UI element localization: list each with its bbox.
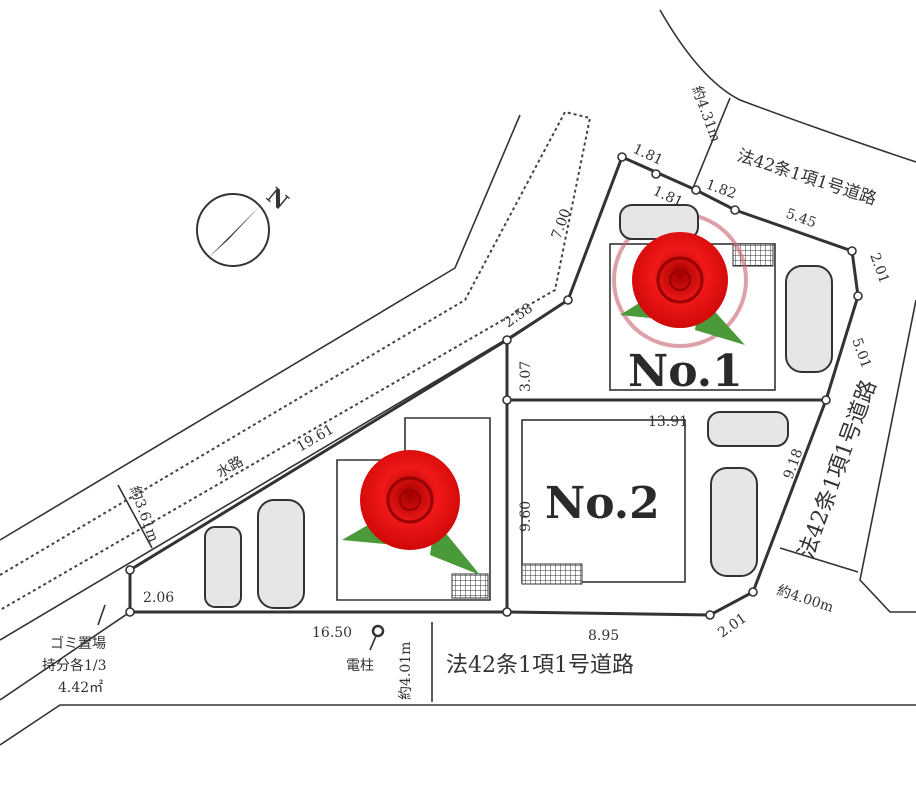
utility-pole: 電柱 xyxy=(346,624,385,674)
garbage-label-line3: 4.42㎡ xyxy=(58,680,103,696)
top-road-width-label: 約4.31m xyxy=(688,84,723,144)
dim-label: 7.00 xyxy=(549,207,575,242)
top-road-width-arrow xyxy=(692,97,731,189)
dimension-labels: 1.81 1.81 1.82 5.45 2.01 5.01 9.18 2.01 … xyxy=(143,141,892,644)
garbage-label-line1: ゴミ置場 xyxy=(50,635,106,652)
right-road-width-arrow xyxy=(779,547,859,573)
right-road-width-label: 約4.00m xyxy=(775,583,836,616)
garbage-area-note: ゴミ置場 持分各1/3 4.42㎡ xyxy=(42,604,107,696)
car-icon xyxy=(204,526,242,608)
dim-label: 2.01 xyxy=(715,610,750,641)
bottom-road-edge xyxy=(0,704,916,746)
waterway-label: 水路 xyxy=(214,454,246,482)
dim-label: 9.60 xyxy=(518,501,534,532)
right-road-edge xyxy=(859,299,916,613)
lot-no2-label: No.2 xyxy=(545,478,660,529)
top-road-label: 法42条1項1号道路 xyxy=(734,146,878,210)
waterway-length-label: 19.61 xyxy=(294,422,337,456)
waterway-width-label: 約3.61m xyxy=(126,484,161,544)
top-road-edge xyxy=(659,9,916,163)
utility-pole-label: 電柱 xyxy=(346,658,374,674)
garbage-label-line2: 持分各1/3 xyxy=(42,658,107,674)
utility-pole-icon xyxy=(371,624,385,638)
rose-sticker xyxy=(620,232,745,345)
dim-label: 5.01 xyxy=(848,336,874,371)
dim-label: 3.07 xyxy=(518,361,534,392)
dim-label: 13.91 xyxy=(648,414,688,430)
building-no1 xyxy=(609,212,776,391)
bottom-road-label: 法42条1項1号道路 xyxy=(446,653,634,678)
bottom-road-width-label: 約4.01m xyxy=(398,642,414,700)
waterway-width-arrow xyxy=(117,484,153,549)
car-icon xyxy=(710,467,758,577)
lot-no1-label: No.1 xyxy=(628,346,743,397)
car-icon xyxy=(257,499,305,609)
dim-label: 2.06 xyxy=(143,590,174,606)
dim-label: 16.50 xyxy=(312,625,352,641)
dim-label: 8.95 xyxy=(588,628,619,644)
dim-label: 2.58 xyxy=(501,300,536,331)
lot-boundary xyxy=(125,152,863,620)
dim-label: 2.01 xyxy=(866,251,892,286)
car-icon xyxy=(785,265,833,373)
boundary-markers xyxy=(125,152,863,620)
parking-cars xyxy=(204,204,833,609)
north-compass-icon: N xyxy=(196,183,293,267)
compass-north-label: N xyxy=(261,183,293,216)
dim-label: 1.82 xyxy=(704,177,739,203)
building-no2: No.2 xyxy=(521,419,686,585)
car-icon xyxy=(707,411,789,447)
rose-sticker xyxy=(342,450,480,575)
